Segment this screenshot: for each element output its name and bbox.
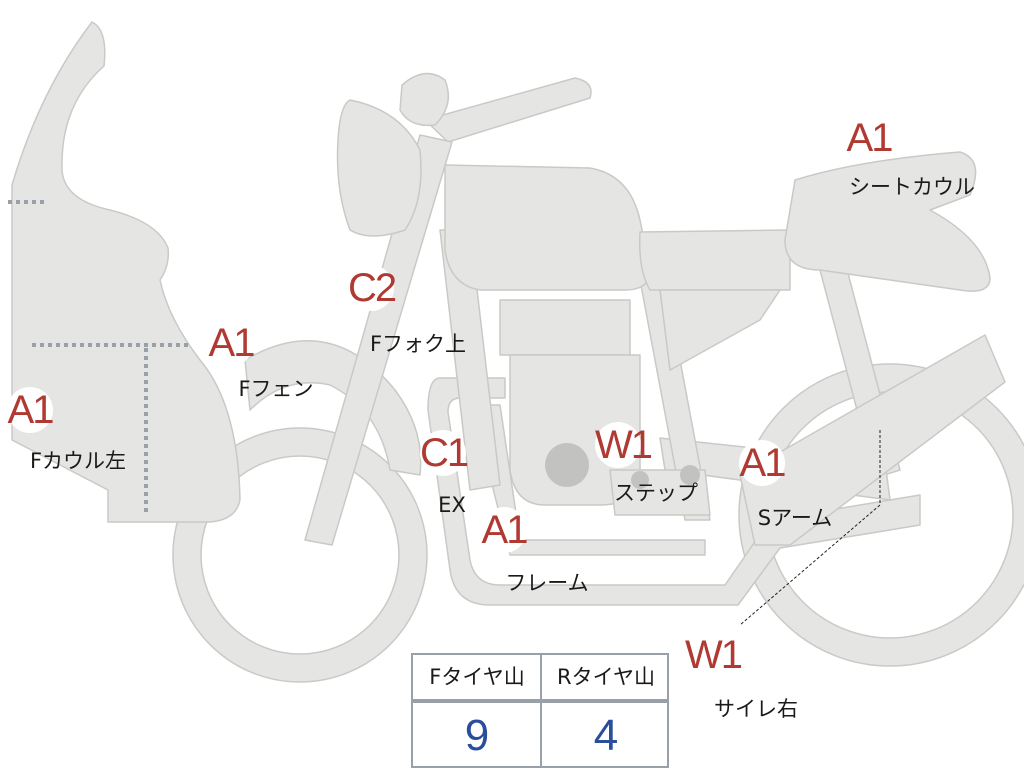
front-fork (304, 134, 453, 546)
label-front-fork-upper: Fフォク上 (369, 332, 467, 356)
tail-cowl (784, 151, 991, 292)
label-step: ステップ (614, 481, 698, 505)
label-frame: フレーム (505, 571, 589, 595)
engine-top (499, 299, 631, 356)
marker-code: W1 (595, 422, 653, 468)
label-silencer-right: サイレ右 (714, 697, 798, 721)
label-front-cowl-left: Fカウル左 (29, 449, 127, 473)
exhaust-pipe (427, 377, 921, 606)
marker-code: A1 (481, 507, 528, 553)
label-swingarm: Sアーム (757, 506, 833, 530)
handlebar (424, 77, 592, 143)
table-divider (540, 655, 542, 766)
marker-code: C1 (420, 430, 469, 476)
front-wheel (173, 428, 427, 682)
muffler (739, 334, 1006, 546)
tire-tread-table: Fタイヤ山 Rタイヤ山 9 4 (411, 653, 669, 768)
fuel-tank (444, 164, 651, 291)
rear-tire-tread-value: 4 (593, 711, 619, 760)
rear-tire-tread-header: Rタイヤ山 (557, 665, 655, 689)
marker-code: A1 (7, 387, 54, 433)
marker-code: C2 (348, 265, 397, 311)
headlight (336, 99, 422, 237)
side-cover (659, 289, 781, 371)
label-exhaust: EX (438, 493, 466, 517)
marker-code: W1 (685, 632, 743, 678)
front-tire-tread-header: Fタイヤ山 (429, 665, 525, 689)
seat (638, 229, 791, 291)
marker-code: A1 (739, 440, 786, 486)
label-front-fender: Fフェン (238, 377, 314, 401)
mirror (399, 72, 450, 127)
marker-code: A1 (846, 115, 893, 161)
label-seat-cowl: シートカウル (849, 175, 975, 199)
marker-code: A1 (208, 320, 255, 366)
front-cowl (11, 21, 241, 523)
front-tire-tread-value: 9 (464, 711, 490, 760)
